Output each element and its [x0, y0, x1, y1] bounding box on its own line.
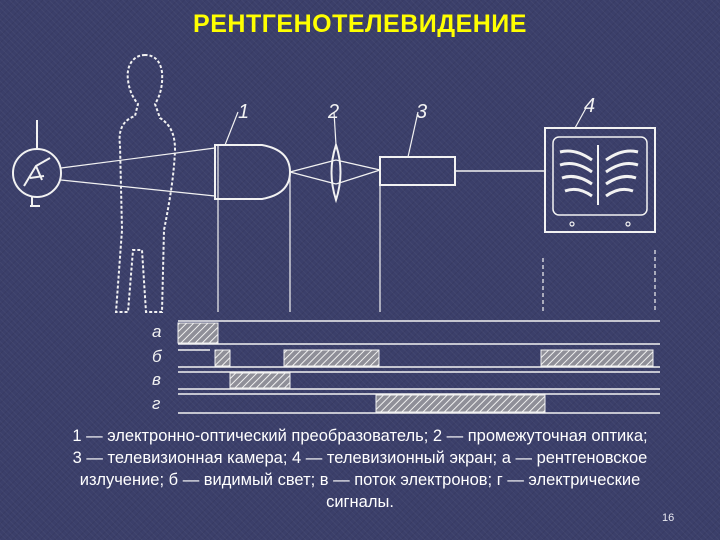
tv-camera	[379, 156, 545, 312]
row-label-g: г	[152, 394, 160, 413]
caption-line: 3 — телевизионная камера; 4 — телевизион…	[72, 449, 648, 467]
chest-xray-image	[559, 145, 639, 205]
intermediate-optics-lens	[330, 141, 342, 204]
row-label-v: в	[152, 370, 161, 389]
slide-title: РЕНТГЕНОТЕЛЕВИДЕНИЕ	[193, 10, 527, 38]
timeline-segments	[177, 322, 654, 413]
row-label-b: б	[152, 347, 163, 366]
label-2: 2	[327, 101, 339, 123]
patient-silhouette	[114, 53, 177, 313]
label-4: 4	[584, 95, 595, 117]
figure-caption: 1 — электронно-оптический преобразовател…	[6, 425, 714, 513]
caption-line: сигналы.	[326, 493, 394, 511]
electron-optical-converter	[214, 144, 292, 312]
page-number: 16	[662, 512, 675, 524]
x-ray-television-diagram: 1 2 3 4 а б в г	[12, 53, 660, 414]
timeline-rows	[178, 320, 660, 414]
x-ray-tube-icon	[12, 120, 62, 207]
caption-line: 1 — электронно-оптический преобразовател…	[72, 427, 648, 445]
caption-line: излучение; б — видимый свет; в — поток э…	[79, 471, 641, 489]
label-1: 1	[238, 101, 249, 123]
row-label-a: а	[152, 322, 161, 341]
label-3: 3	[416, 101, 427, 123]
tv-monitor	[542, 127, 656, 312]
